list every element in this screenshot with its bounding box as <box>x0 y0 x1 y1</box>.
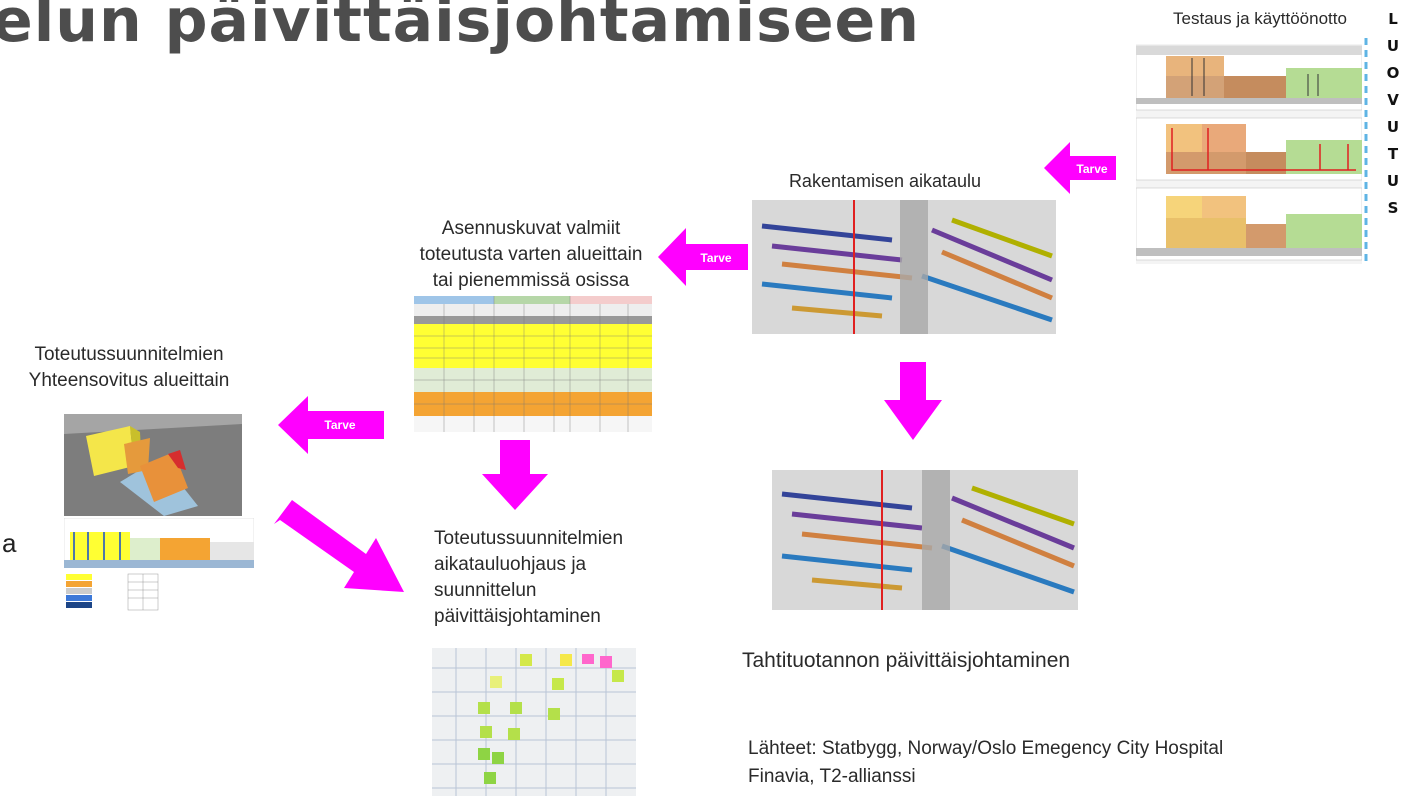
ohjaus-caption-line: päivittäisjohtaminen <box>434 606 601 627</box>
luovutus-letter: T <box>1387 145 1399 163</box>
3d-model-image <box>64 414 242 516</box>
testing-schedule-image <box>1136 44 1362 264</box>
rakentamisen-caption: Rakentamisen aikataulu <box>788 171 982 191</box>
tarve-label: Tarve <box>324 418 355 432</box>
luovutus-letter: U <box>1386 172 1400 190</box>
construction-schedule-image <box>752 200 1056 334</box>
tarve-label: Tarve <box>700 251 731 265</box>
luovutus-letter: U <box>1386 118 1400 136</box>
ohjaus-caption: Toteutussuunnitelmien aikatauluohjaus ja… <box>434 526 664 630</box>
dashed-divider <box>1364 38 1368 264</box>
luovutus-letter: S <box>1387 199 1399 217</box>
testaus-caption: Testaus ja käyttöönotto <box>1173 9 1347 28</box>
sticky-note-board-image <box>432 648 636 796</box>
page-title: elun päivittäisjohtamiseen <box>0 0 920 56</box>
down-arrow-spreadsheet <box>482 440 548 510</box>
section-strip-image <box>64 518 254 568</box>
testing-table-3 <box>1136 187 1362 261</box>
asennus-caption-line: toteutusta varten alueittain <box>419 244 643 265</box>
ohjaus-caption-line: Toteutussuunnitelmien <box>434 528 624 549</box>
sources-line-1: Lähteet: Statbygg, Norway/Oslo Emegency … <box>748 738 1224 759</box>
luovutus-letter: U <box>1386 37 1400 55</box>
tarve-label: Tarve <box>1076 162 1107 176</box>
ohjaus-caption-line: aikatauluohjaus ja <box>434 554 587 575</box>
yhteensovitus-caption-line: Yhteensovitus alueittain <box>28 370 230 391</box>
luovutus-letter: V <box>1387 91 1399 109</box>
testing-table-2 <box>1136 117 1362 181</box>
asennus-caption-line: tai pienemmissä osissa <box>432 270 630 291</box>
spreadsheet-image <box>414 296 652 432</box>
luovutus-vertical-label: L U O V U T U S <box>1384 6 1402 222</box>
down-arrow-schedule <box>884 362 942 440</box>
tarve-arrow-left: Tarve <box>278 396 384 454</box>
asennus-caption: Asennuskuvat valmiit toteutusta varten a… <box>396 216 666 294</box>
luovutus-letter: O <box>1386 64 1400 82</box>
stray-letter: a <box>2 528 17 558</box>
luovutus-letter: L <box>1388 10 1398 28</box>
tahti-caption: Tahtituotannon päivittäisjohtaminen <box>742 649 1071 672</box>
legend-image <box>64 572 160 614</box>
testing-table-1 <box>1136 45 1362 111</box>
diagonal-arrow <box>274 500 404 592</box>
sources-line-2: Finavia, T2-allianssi <box>748 766 916 787</box>
asennus-caption-line: Asennuskuvat valmiit <box>441 218 621 239</box>
yhteensovitus-caption: Toteutussuunnitelmien Yhteensovitus alue… <box>14 342 244 394</box>
yhteensovitus-caption-line: Toteutussuunnitelmien <box>34 344 224 365</box>
tarve-arrow-right: Tarve <box>1044 142 1116 194</box>
tarve-arrow-middle: Tarve <box>658 228 748 286</box>
tahti-schedule-image <box>772 470 1078 610</box>
ohjaus-caption-line: suunnittelun <box>434 580 537 601</box>
